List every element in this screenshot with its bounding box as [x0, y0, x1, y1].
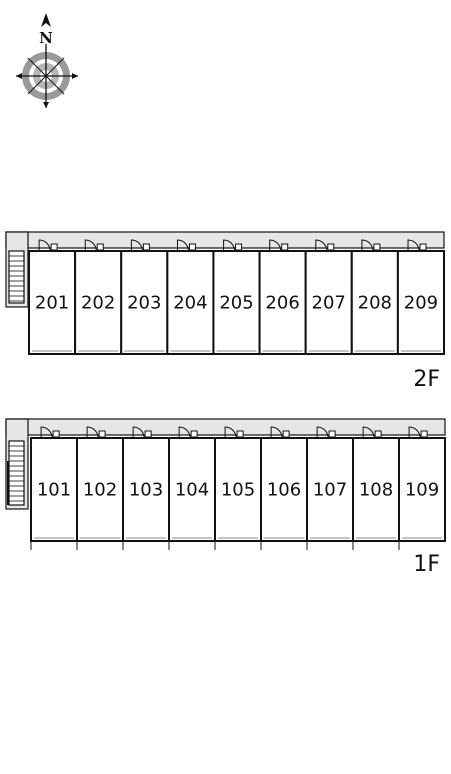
unit-number-label: 204 [173, 293, 207, 314]
unit-202: 202 [74, 239, 123, 355]
door-icon [361, 239, 381, 252]
north-arrow-icon [41, 13, 51, 27]
door-icon [40, 426, 60, 439]
door-icon [130, 239, 150, 252]
unit-number-label: 209 [404, 293, 438, 314]
unit-number-label: 101 [37, 480, 71, 501]
staircase-icon [7, 440, 25, 506]
unit-number-label: 103 [129, 480, 163, 501]
door-icon [316, 426, 336, 439]
unit-201: 201 [28, 239, 77, 355]
door-icon [38, 239, 58, 252]
unit-105: 105 [214, 426, 262, 542]
door-icon [178, 426, 198, 439]
unit-209: 209 [396, 239, 445, 355]
unit-number-label: 106 [267, 480, 301, 501]
unit-107: 107 [306, 426, 354, 542]
unit-number-label: 201 [35, 293, 69, 314]
unit-number-label: 203 [127, 293, 161, 314]
unit-206: 206 [258, 239, 307, 355]
unit-number-label: 208 [358, 293, 392, 314]
door-icon [408, 426, 428, 439]
unit-208: 208 [350, 239, 399, 355]
door-icon [407, 239, 427, 252]
door-icon [362, 426, 382, 439]
door-icon [270, 426, 290, 439]
compass-north-label: N [39, 29, 53, 47]
unit-number-label: 108 [359, 480, 393, 501]
door-icon [269, 239, 289, 252]
unit-204: 204 [166, 239, 215, 355]
floor-plan-1f: 101 102 103 104 105 106 107 108 109 1F [5, 418, 446, 577]
unit-number-label: 105 [221, 480, 255, 501]
door-icon [86, 426, 106, 439]
door-icon [176, 239, 196, 252]
unit-103: 103 [122, 426, 170, 542]
compass-rose-icon: N [16, 13, 78, 108]
unit-104: 104 [168, 426, 216, 542]
unit-number-label: 206 [265, 293, 299, 314]
door-icon [223, 239, 243, 252]
unit-number-label: 202 [81, 293, 115, 314]
unit-207: 207 [304, 239, 353, 355]
floor-label: 1F [413, 552, 440, 577]
unit-109: 109 [398, 426, 446, 542]
unit-number-label: 109 [405, 480, 439, 501]
unit-number-label: 107 [313, 480, 347, 501]
staircase-icon [8, 250, 25, 304]
door-icon [315, 239, 335, 252]
unit-101: 101 [30, 426, 78, 542]
unit-106: 106 [260, 426, 308, 542]
unit-number-label: 102 [83, 480, 117, 501]
floor-plan-2f: 201 202 203 204 205 206 207 208 209 2F [5, 231, 445, 392]
door-icon [132, 426, 152, 439]
door-icon [84, 239, 104, 252]
unit-205: 205 [212, 239, 261, 355]
unit-number-label: 207 [312, 293, 346, 314]
unit-203: 203 [120, 239, 169, 355]
unit-102: 102 [76, 426, 124, 542]
unit-number-label: 205 [219, 293, 253, 314]
floor-label: 2F [413, 367, 440, 392]
unit-108: 108 [352, 426, 400, 542]
door-icon [224, 426, 244, 439]
unit-number-label: 104 [175, 480, 209, 501]
